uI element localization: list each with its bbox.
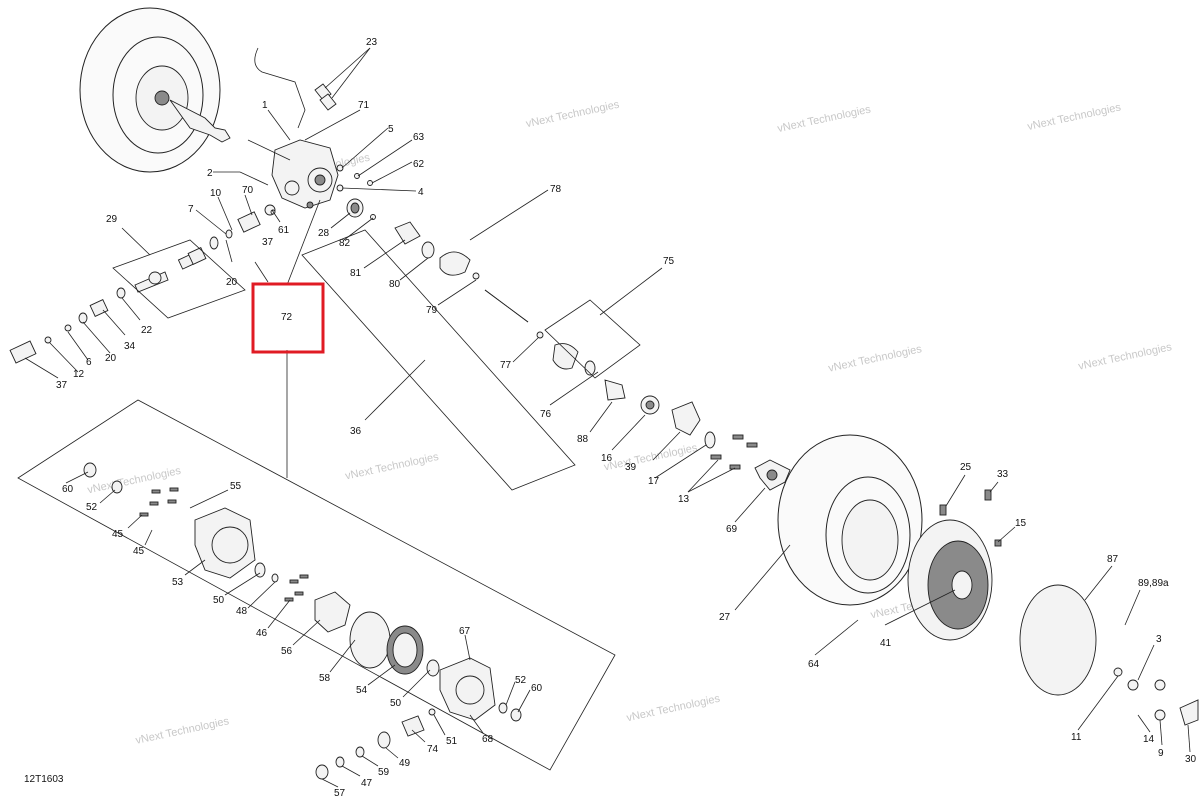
callout-60[interactable]: 60 [62, 484, 74, 495]
callout-69[interactable]: 69 [726, 524, 738, 535]
callout-34[interactable]: 34 [124, 341, 136, 352]
differential-housing [271, 139, 339, 209]
callout-52[interactable]: 52 [86, 502, 98, 513]
callout-58[interactable]: 58 [319, 673, 331, 684]
callout-89-89a[interactable]: 89,89a [1138, 578, 1169, 589]
callout-45b[interactable]: 45 [133, 546, 145, 557]
hub-69 [754, 459, 791, 491]
callout-11[interactable]: 11 [1071, 732, 1082, 743]
callout-61[interactable]: 61 [278, 225, 290, 236]
callout-20b[interactable]: 20 [105, 353, 117, 364]
callout-7[interactable]: 7 [188, 204, 194, 215]
callout-9[interactable]: 9 [1158, 748, 1164, 759]
front-left-wheel [79, 7, 231, 173]
callout-23[interactable]: 23 [366, 37, 378, 48]
callout-57[interactable]: 57 [334, 788, 346, 799]
callout-50[interactable]: 50 [213, 595, 225, 606]
callout-28[interactable]: 28 [318, 228, 330, 239]
callout-13[interactable]: 13 [678, 494, 690, 505]
callout-6[interactable]: 6 [86, 357, 92, 368]
callout-4[interactable]: 4 [418, 187, 424, 198]
callout-75[interactable]: 75 [663, 256, 675, 267]
callout-49[interactable]: 49 [399, 758, 411, 769]
rear-right-tire [777, 434, 923, 606]
callout-78[interactable]: 78 [550, 184, 562, 195]
callout-67[interactable]: 67 [459, 626, 471, 637]
diagram-code: 12T1603 [24, 774, 64, 785]
callout-10[interactable]: 10 [210, 188, 222, 199]
callout-88[interactable]: 88 [577, 434, 589, 445]
callout-46[interactable]: 46 [256, 628, 268, 639]
watermark-10: vNext Technologies [135, 715, 231, 747]
callout-30[interactable]: 30 [1185, 754, 1197, 765]
callout-17[interactable]: 17 [648, 476, 660, 487]
watermark-11: vNext Technologies [626, 693, 722, 725]
watermark-6: vNext Technologies [344, 451, 440, 483]
callout-5[interactable]: 5 [388, 124, 394, 135]
rim-41 [907, 519, 993, 641]
leader-lines [24, 47, 1191, 788]
callout-55[interactable]: 55 [230, 481, 242, 492]
callout-37[interactable]: 37 [262, 237, 274, 248]
callout-39[interactable]: 39 [625, 462, 637, 473]
watermark-9: vNext Technologies [1077, 341, 1173, 373]
callout-50b[interactable]: 50 [390, 698, 402, 709]
callout-82[interactable]: 82 [339, 238, 351, 249]
callout-77[interactable]: 77 [500, 360, 512, 371]
callout-51[interactable]: 51 [446, 736, 458, 747]
callout-labels: 23 1 71 5 63 62 4 2 70 10 7 61 37 29 20 … [56, 37, 1197, 799]
callout-70[interactable]: 70 [242, 185, 254, 196]
callout-33[interactable]: 33 [997, 469, 1009, 480]
callout-72[interactable]: 72 [281, 312, 293, 323]
callout-48[interactable]: 48 [236, 606, 248, 617]
callout-47[interactable]: 47 [361, 778, 373, 789]
callout-41[interactable]: 41 [880, 638, 892, 649]
callout-25[interactable]: 25 [960, 462, 972, 473]
callout-80[interactable]: 80 [389, 279, 401, 290]
callout-52b[interactable]: 52 [515, 675, 527, 686]
callout-14[interactable]: 14 [1143, 734, 1155, 745]
callout-71[interactable]: 71 [358, 100, 370, 111]
callout-56[interactable]: 56 [281, 646, 293, 657]
watermark-2: vNext Technologies [525, 99, 621, 131]
callout-53[interactable]: 53 [172, 577, 184, 588]
callout-27[interactable]: 27 [719, 612, 731, 623]
exploded-differential [83, 462, 522, 780]
watermark-5: vNext Technologies [86, 465, 182, 497]
watermark-8: vNext Technologies [827, 343, 923, 375]
callout-2[interactable]: 2 [207, 168, 213, 179]
callout-20[interactable]: 20 [226, 277, 238, 288]
callout-16[interactable]: 16 [601, 453, 613, 464]
callout-1[interactable]: 1 [262, 100, 268, 111]
callout-45[interactable]: 45 [112, 529, 124, 540]
watermark-4: vNext Technologies [1026, 101, 1122, 133]
callout-79[interactable]: 79 [426, 305, 438, 316]
callout-64[interactable]: 64 [808, 659, 820, 670]
callout-12[interactable]: 12 [73, 369, 85, 380]
callout-81[interactable]: 81 [350, 268, 362, 279]
callout-59[interactable]: 59 [378, 767, 390, 778]
watermark-3: vNext Technologies [776, 103, 872, 135]
highlight-box[interactable] [251, 282, 325, 354]
callout-37b[interactable]: 37 [56, 380, 68, 391]
left-output-group [134, 204, 276, 293]
callout-63[interactable]: 63 [413, 132, 425, 143]
callout-15[interactable]: 15 [1015, 518, 1027, 529]
callout-68[interactable]: 68 [482, 734, 494, 745]
callout-54[interactable]: 54 [356, 685, 368, 696]
callout-60b[interactable]: 60 [531, 683, 543, 694]
callout-76[interactable]: 76 [540, 409, 552, 420]
callout-74[interactable]: 74 [427, 744, 439, 755]
callout-29[interactable]: 29 [106, 214, 118, 225]
drive-shaft-group [346, 198, 626, 401]
callout-3[interactable]: 3 [1156, 634, 1162, 645]
callout-62[interactable]: 62 [413, 159, 425, 170]
callout-87[interactable]: 87 [1107, 554, 1119, 565]
callout-36[interactable]: 36 [350, 426, 362, 437]
watermark-7: vNext Technologies [603, 442, 699, 474]
callout-22[interactable]: 22 [141, 325, 153, 336]
